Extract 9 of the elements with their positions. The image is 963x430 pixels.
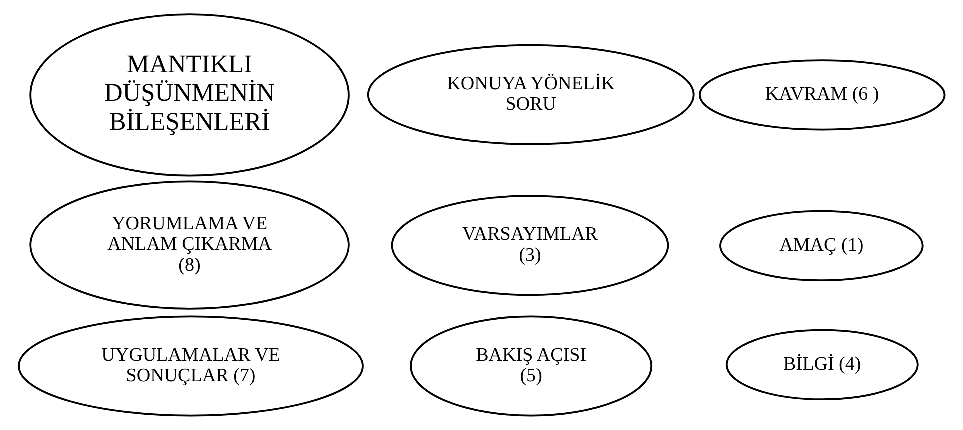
node-ellipse: YORUMLAMA VE ANLAM ÇIKARMA (8) [29,180,350,310]
node-ellipse: BİLGİ (4) [725,329,918,401]
node-ellipse: UYGULAMALAR VE SONUÇLAR (7) [18,316,364,417]
node-ellipse: KAVRAM (6 ) [698,60,946,131]
node-ellipse: MANTIKLI DÜŞÜNMENİN BİLEŞENLERİ [29,14,350,177]
node-ellipse: KONUYA YÖNELİK SORU [366,44,694,146]
node-ellipse: AMAÇ (1) [719,210,924,282]
node-ellipse: BAKIŞ AÇISI (5) [410,316,652,417]
node-ellipse: VARSAYIMLAR (3) [390,195,669,296]
